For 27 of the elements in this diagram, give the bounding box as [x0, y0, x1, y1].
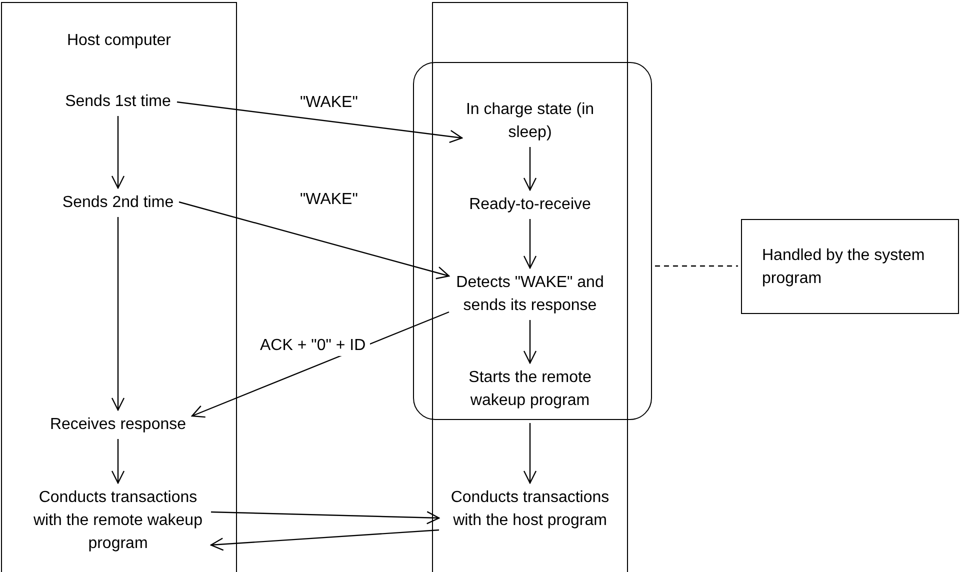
step-text: Conducts transactions with the host program [442, 486, 618, 532]
step-text: Ready-to-receive [463, 193, 597, 216]
arrow [176, 101, 463, 144]
arrow [523, 147, 537, 191]
arrow [523, 219, 537, 269]
step-text: Starts the remote wakeup program [462, 366, 598, 412]
arrow [178, 201, 450, 280]
step-text: Receives response [47, 413, 189, 436]
step-text: In charge state (in sleep) [465, 98, 595, 144]
group-box [413, 62, 652, 420]
arrow [210, 529, 440, 551]
step-text: Sends 1st time [62, 90, 174, 113]
arrow [523, 320, 537, 364]
step-text: Conducts transactions with the remote wakeup program [28, 486, 208, 555]
arrow [210, 511, 440, 524]
step-text: Detects "WAKE" and sends its response [452, 271, 608, 317]
arrow [523, 423, 537, 484]
dashed-connector [655, 265, 738, 267]
arrow [191, 311, 450, 418]
lane-title: Host computer [66, 31, 172, 51]
arrow [111, 217, 125, 411]
lane-box [1, 2, 237, 572]
lane-box [432, 2, 628, 572]
arrow [111, 439, 125, 484]
step-text: Sends 2nd time [60, 191, 176, 214]
note-box: Handled by the system program [741, 219, 959, 314]
arrow [111, 116, 125, 189]
